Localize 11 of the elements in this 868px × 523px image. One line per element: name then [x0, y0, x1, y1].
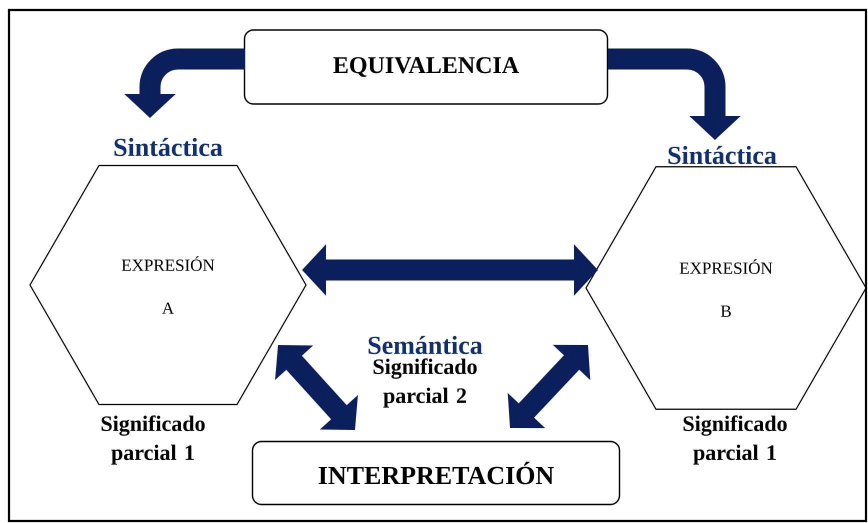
- label-box: EQUIVALENCIA: [244, 29, 608, 105]
- block-arrow: [275, 345, 358, 430]
- caption: Significado parcial 2: [374, 358, 477, 408]
- heading: Sintáctica: [668, 146, 776, 164]
- hexagon: EXPRESIÓN A: [29, 164, 307, 406]
- node-label: Significado parcial 1: [684, 415, 787, 465]
- heading: Sintáctica: [114, 138, 222, 156]
- hexagon: EXPRESIÓN B: [585, 166, 867, 410]
- node-label: Significado parcial 1: [102, 415, 205, 465]
- heading: Semántica: [368, 336, 482, 354]
- label-box: INTERPRETACIÓN: [252, 440, 620, 506]
